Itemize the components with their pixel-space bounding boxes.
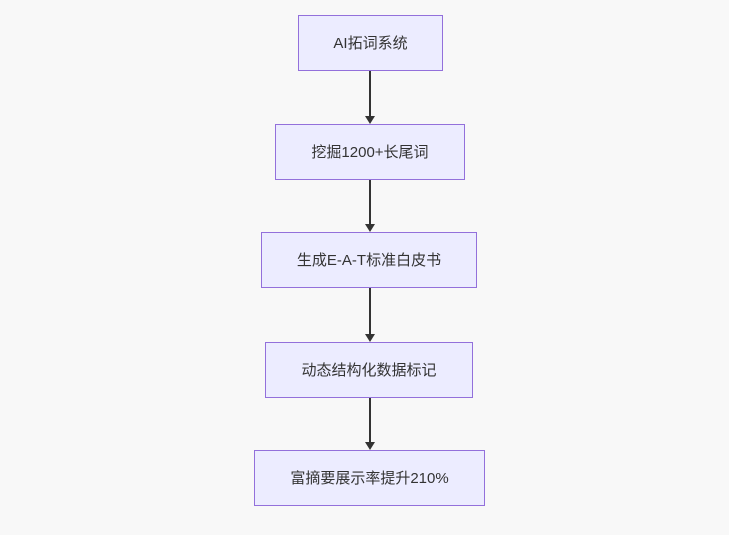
arrowhead-down-icon bbox=[365, 116, 375, 124]
flow-edge-n1-n2 bbox=[365, 71, 375, 124]
flow-node-label: 富摘要展示率提升210% bbox=[290, 469, 449, 487]
flow-edge-n3-n4 bbox=[365, 288, 375, 342]
flow-node-ai-expansion-system: AI拓词系统 bbox=[298, 15, 443, 71]
edge-line bbox=[369, 180, 371, 225]
edge-line bbox=[369, 398, 371, 443]
flow-edge-n4-n5 bbox=[365, 398, 375, 450]
edge-line bbox=[369, 71, 371, 117]
flow-node-label: 生成E-A-T标准白皮书 bbox=[296, 251, 442, 269]
flow-node-label: 动态结构化数据标记 bbox=[301, 361, 437, 379]
edge-line bbox=[369, 288, 371, 335]
flow-node-label: AI拓词系统 bbox=[333, 34, 408, 52]
flow-node-structured-data-markup: 动态结构化数据标记 bbox=[265, 342, 473, 398]
flow-node-label: 挖掘1200+长尾词 bbox=[311, 143, 429, 161]
arrowhead-down-icon bbox=[365, 224, 375, 232]
flow-node-rich-snippet-result: 富摘要展示率提升210% bbox=[254, 450, 485, 506]
arrowhead-down-icon bbox=[365, 334, 375, 342]
flow-edge-n2-n3 bbox=[365, 180, 375, 232]
flow-node-longtail-mining: 挖掘1200+长尾词 bbox=[275, 124, 465, 180]
flow-node-eat-whitepaper: 生成E-A-T标准白皮书 bbox=[261, 232, 477, 288]
arrowhead-down-icon bbox=[365, 442, 375, 450]
